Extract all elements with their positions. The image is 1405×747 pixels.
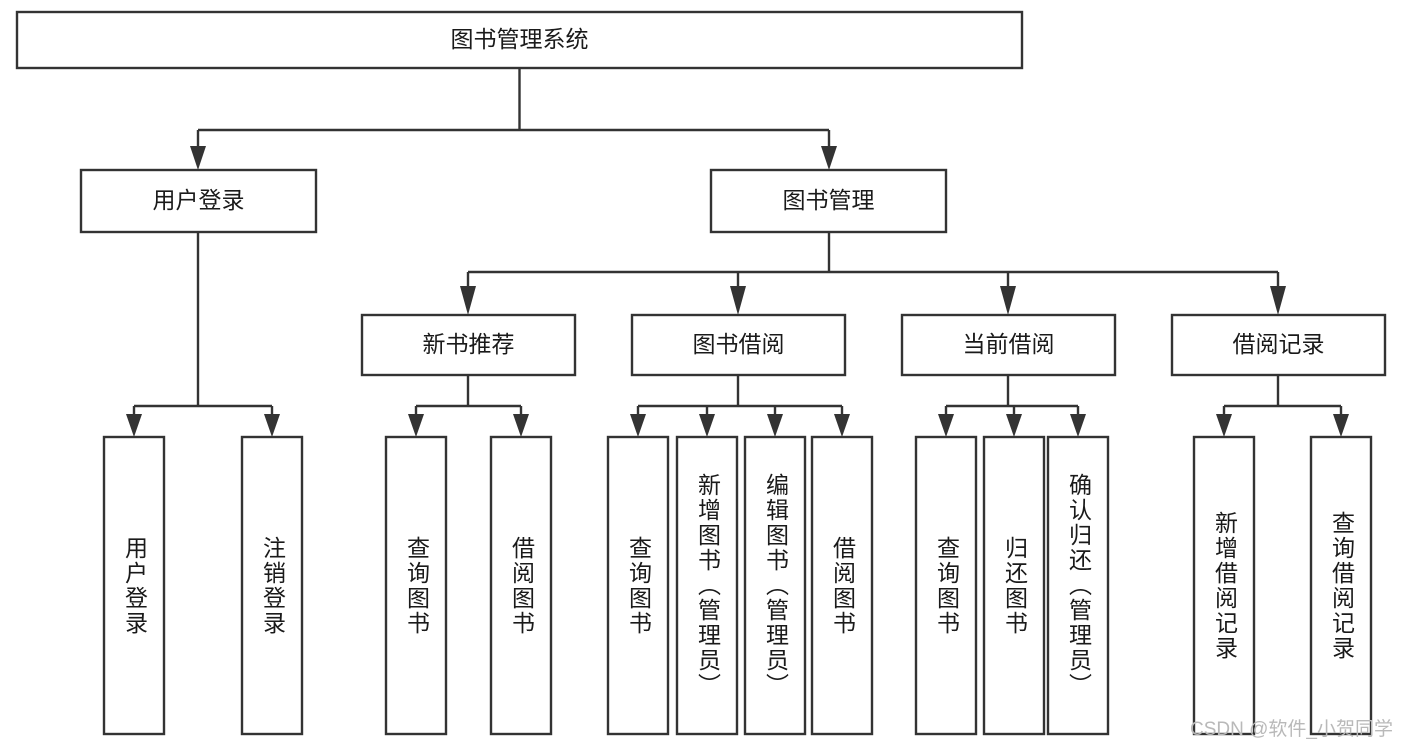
arrow-head-book-to-record [1270,286,1286,315]
connector-group-record [1216,375,1349,437]
arrow-head-borrow-leaf-1 [630,414,646,437]
node-user-login-label: 用户登录 [153,187,245,213]
node-leaf-borrow-book-a[interactable] [489,435,553,736]
csdn-watermark: CSDN @软件_小贺同学 [1190,719,1393,740]
arrow-head-book-to-newbook [460,286,476,315]
connector-group-root [190,68,837,170]
node-new-book-recommend-label: 新书推荐 [423,331,515,357]
node-book-manage[interactable] [709,168,948,234]
arrow-head-newbook-leaf-1 [408,414,424,437]
node-leaf-query-record[interactable] [1309,435,1373,736]
node-book-manage-label: 图书管理 [783,187,875,213]
arrow-head-book-to-current [1000,286,1016,315]
node-leaf-add-book[interactable] [675,435,739,736]
node-borrow-record[interactable] [1170,313,1387,377]
connector-group-borrow [630,375,850,437]
arrow-head-user-leaf-2 [264,414,280,437]
arrow-head-record-leaf-2 [1333,414,1349,437]
node-leaf-query-book-a[interactable] [384,435,448,736]
arrow-head-book-to-borrow [730,286,746,315]
node-leaf-query-book-b[interactable] [606,435,670,736]
node-root[interactable] [15,10,1024,70]
arrow-head-current-leaf-2 [1006,414,1022,437]
arrow-head-borrow-leaf-4 [834,414,850,437]
node-leaf-return-book[interactable] [982,435,1046,736]
arrow-head-user-leaf-1 [126,414,142,437]
connector-group-user-login [126,232,280,437]
connector-group-newbook [408,375,529,437]
arrow-head-record-leaf-1 [1216,414,1232,437]
arrow-head-root-to-user [190,146,206,170]
arrow-head-root-to-book [821,146,837,170]
node-leaf-edit-book[interactable] [743,435,807,736]
arrow-head-current-leaf-1 [938,414,954,437]
node-leaf-logout[interactable] [240,435,304,736]
node-new-book-recommend[interactable] [360,313,577,377]
node-leaf-add-record[interactable] [1192,435,1256,736]
arrow-head-current-leaf-3 [1070,414,1086,437]
node-leaf-confirm-return[interactable] [1046,435,1110,736]
connector-group-book-manage [460,232,1286,315]
node-user-login[interactable] [79,168,318,234]
arrow-head-newbook-leaf-2 [513,414,529,437]
node-root-label: 图书管理系统 [451,26,589,52]
connector-group-current [938,375,1086,437]
node-leaf-user-login[interactable] [102,435,166,736]
node-book-borrow-label: 图书借阅 [693,331,785,357]
arrow-head-borrow-leaf-2 [699,414,715,437]
node-current-borrow-label: 当前借阅 [963,331,1055,357]
node-book-borrow[interactable] [630,313,847,377]
node-borrow-record-label: 借阅记录 [1233,331,1325,357]
node-leaf-borrow-book-b[interactable] [810,435,874,736]
node-current-borrow[interactable] [900,313,1117,377]
arrow-head-borrow-leaf-3 [767,414,783,437]
node-leaf-query-book-c[interactable] [914,435,978,736]
